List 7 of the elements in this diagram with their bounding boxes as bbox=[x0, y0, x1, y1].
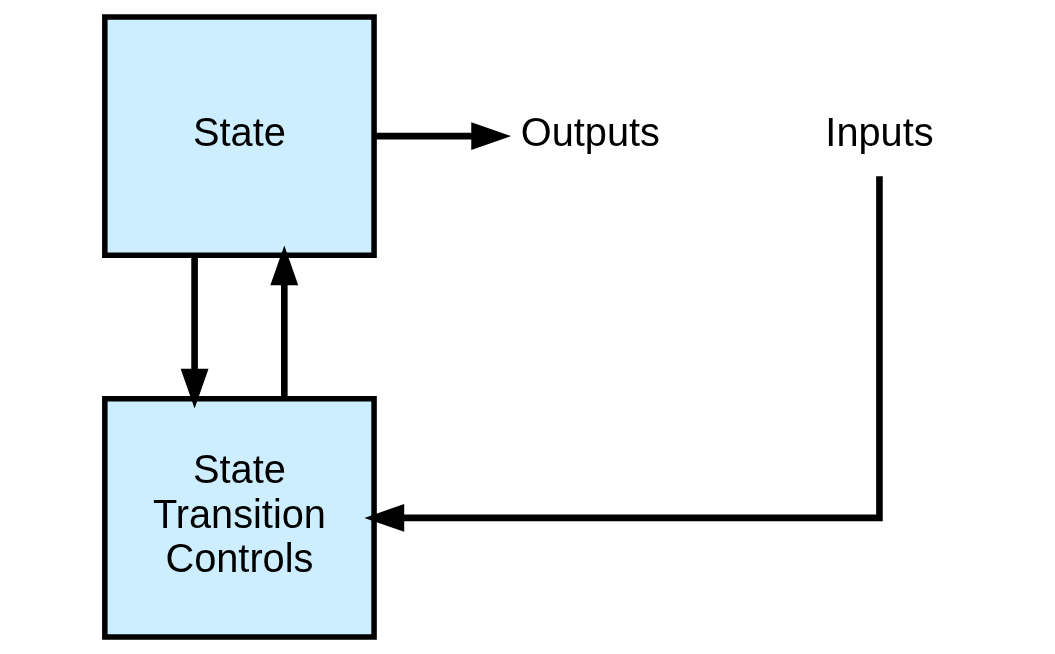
arrow bbox=[180, 255, 208, 409]
node-box: State bbox=[101, 14, 377, 259]
node-text: Outputs bbox=[520, 109, 660, 154]
arrow bbox=[269, 245, 298, 399]
node-box: State Transition Controls bbox=[101, 395, 377, 640]
arrow bbox=[373, 122, 511, 151]
node-text: Inputs bbox=[824, 109, 934, 154]
